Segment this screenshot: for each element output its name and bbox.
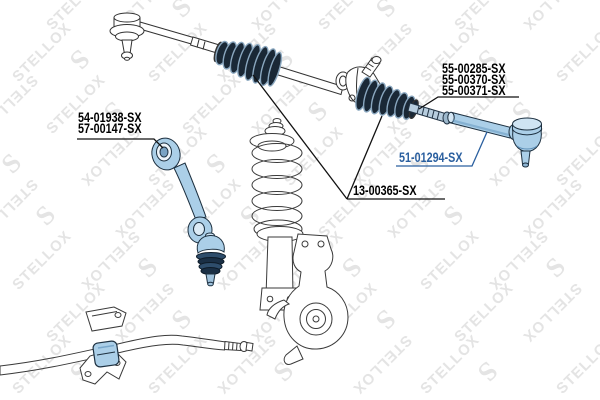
label-group-control-arm: 54-01938-SX 57-00147-SX bbox=[78, 109, 142, 136]
part-number: 55-00370-SX bbox=[442, 71, 506, 87]
stabilizer-bar bbox=[0, 334, 254, 376]
left-bellow-boot bbox=[213, 40, 283, 87]
part-number: 55-00371-SX bbox=[442, 82, 506, 98]
pinion-input-shaft bbox=[361, 56, 382, 78]
stabilizer-upper-bracket bbox=[85, 306, 127, 332]
ball-joint-stud[interactable] bbox=[520, 150, 531, 165]
label-selected-tie-rod-end[interactable]: 51-01294-SX bbox=[399, 149, 463, 165]
leader-tie-rod-kit bbox=[418, 96, 519, 110]
strut-body bbox=[265, 236, 294, 297]
leader-lines bbox=[77, 74, 519, 200]
leader-selected-part bbox=[396, 131, 488, 167]
arm-ball-joint[interactable] bbox=[196, 232, 226, 287]
rack-tube bbox=[274, 65, 344, 96]
control-arm-highlighted[interactable] bbox=[148, 135, 226, 287]
part-number: 13-00365-SX bbox=[353, 182, 417, 198]
part-number-link[interactable]: 51-01294-SX bbox=[399, 149, 463, 165]
leader-control-arm bbox=[77, 138, 164, 149]
left-tie-rod-end bbox=[109, 12, 145, 61]
steering-knuckle bbox=[266, 233, 349, 365]
label-bellow-kit: 13-00365-SX bbox=[353, 182, 417, 198]
stabilizer-bushing-highlighted[interactable] bbox=[92, 340, 120, 368]
leader-bellow-left bbox=[252, 74, 348, 200]
part-number: 55-00285-SX bbox=[442, 60, 506, 76]
ball-joint-housing[interactable] bbox=[512, 128, 542, 153]
arm-body[interactable] bbox=[173, 162, 207, 221]
leader-bellow-right bbox=[346, 115, 383, 200]
part-number: 57-00147-SX bbox=[78, 120, 142, 136]
part-number: 54-01938-SX bbox=[78, 109, 142, 125]
coil-spring bbox=[251, 143, 303, 239]
steering-rack-assembly bbox=[109, 12, 452, 125]
right-bellow-boot bbox=[355, 76, 419, 120]
strut-spring-assembly bbox=[249, 118, 304, 311]
outer-tie-rod-end-highlighted[interactable] bbox=[447, 111, 542, 168]
label-group-tie-rod-kit: 55-00285-SX 55-00370-SX 55-00371-SX bbox=[442, 60, 506, 98]
